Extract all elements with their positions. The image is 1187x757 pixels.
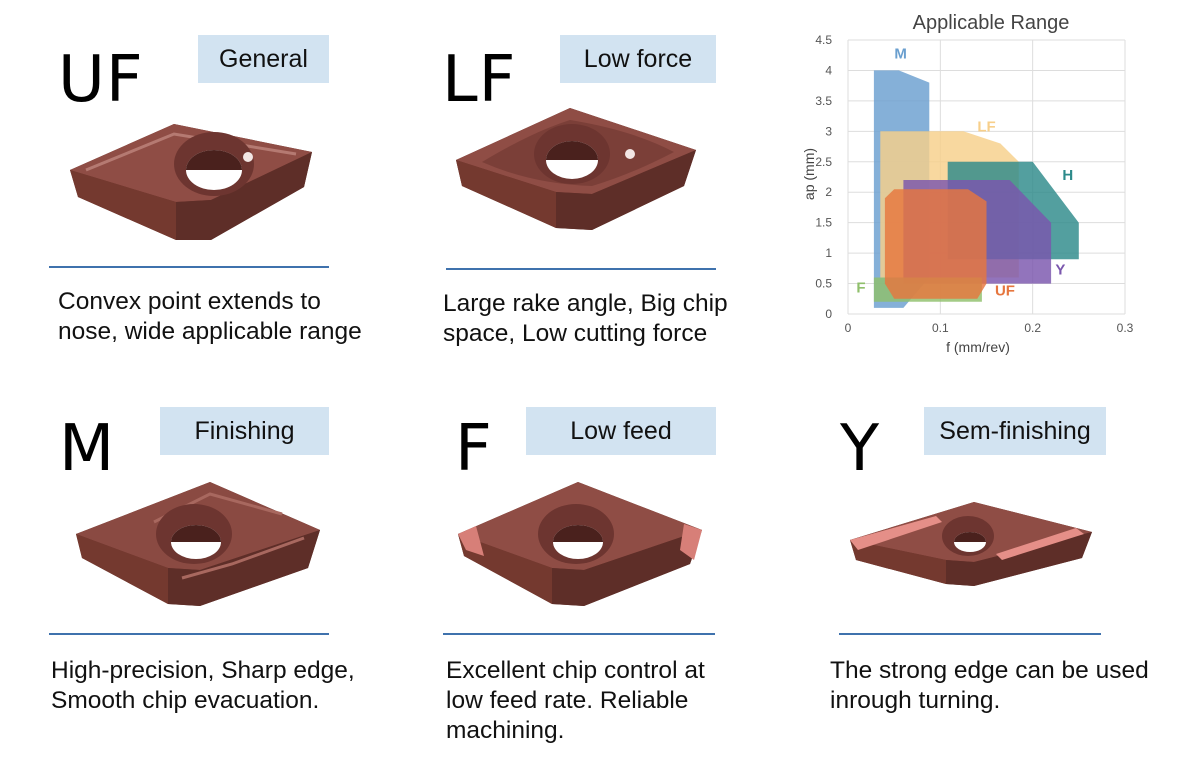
chart-x-label: f (mm/rev) [946,339,1010,355]
card-divider-m [49,633,329,635]
card-desc-f: Excellent chip control at low feed rate.… [446,656,705,746]
card-code-m: M [59,412,116,486]
card-divider-lf [446,268,716,270]
card-desc-line: Smooth chip evacuation. [51,687,320,714]
card-desc-line: Large rake angle, Big chip [443,290,728,317]
insert-image-f [458,482,702,606]
chart-x-tick-label: 0.3 [1117,321,1134,335]
chart-y-tick-label: 1 [825,246,832,260]
chart-series-layer [873,70,1079,308]
chart-y-tick-label: 4 [825,63,832,77]
card-tag-f: Low feed [526,407,716,455]
chart-y-tick-label: 2.5 [815,155,832,169]
card-divider-y [839,633,1101,635]
chart-y-tick-label: 2 [825,185,832,199]
card-desc-line: low feed rate. Reliable [446,687,689,714]
chart-y-tick-label: 1.5 [815,216,832,230]
chart-y-tick-label: 3.5 [815,94,832,108]
chart-y-ticks: 0 0.5 1 1.5 2 2.5 3 3.5 4 4.5 [815,33,832,321]
chart-series-labels: M LF H Y F UF [856,45,1073,299]
chart-series-label-y: Y [1055,261,1065,278]
card-divider-f [443,633,715,635]
card-desc-line: space, Low cutting force [443,320,708,347]
card-code-lf: LF [442,43,517,117]
chart-series-label-lf: LF [977,118,995,135]
card-desc-m: High-precision, Sharp edge, Smooth chip … [51,656,355,716]
card-code-uf: UF [58,43,144,117]
chart-x-tick-label: 0.2 [1024,321,1041,335]
insert-image-y [850,502,1092,586]
card-tag-lf: Low force [560,35,716,83]
card-desc-y: The strong edge can be used inrough turn… [830,656,1149,716]
card-desc-line: inrough turning. [830,687,1001,714]
chart-x-ticks: 0 0.1 0.2 0.3 [845,321,1134,335]
card-divider-uf [49,266,329,268]
chart-area-uf [884,189,987,299]
card-desc-lf: Large rake angle, Big chip space, Low cu… [443,289,728,349]
applicable-range-chart: Applicable Range 0 0.1 0.2 0.3 0 0.5 1 1.5 2 2.5… [801,12,1134,355]
card-desc-line: High-precision, Sharp edge, [51,657,355,684]
chart-series-label-f: F [856,280,865,297]
insert-image-lf [456,108,696,230]
card-desc-line: The strong edge can be used [830,657,1149,684]
chart-y-tick-label: 0 [825,307,832,321]
insert-image-uf [70,124,312,240]
chart-x-tick-label: 0 [845,321,852,335]
chart-y-tick-label: 3 [825,124,832,138]
card-tag-y: Sem-finishing [924,407,1106,455]
card-desc-line: Excellent chip control at [446,657,705,684]
chart-series-label-h: H [1062,167,1073,184]
card-desc-line: machining. [446,717,565,744]
card-desc-line: nose, wide applicable range [58,318,362,345]
chart-title: Applicable Range [913,12,1070,34]
chart-y-tick-label: 4.5 [815,33,832,47]
card-tag-m: Finishing [160,407,329,455]
chart-x-tick-label: 0.1 [932,321,949,335]
chart-series-label-uf: UF [995,283,1015,300]
chart-y-tick-label: 0.5 [815,277,832,291]
card-desc-line: Convex point extends to [58,288,321,315]
card-desc-uf: Convex point extends to nose, wide appli… [58,287,362,347]
card-code-y: Y [840,412,881,486]
chart-y-label: ap (mm) [801,148,817,200]
chart-series-label-m: M [894,45,907,62]
card-code-f: F [455,412,493,486]
insert-image-m [76,482,320,606]
card-tag-uf: General [198,35,329,83]
